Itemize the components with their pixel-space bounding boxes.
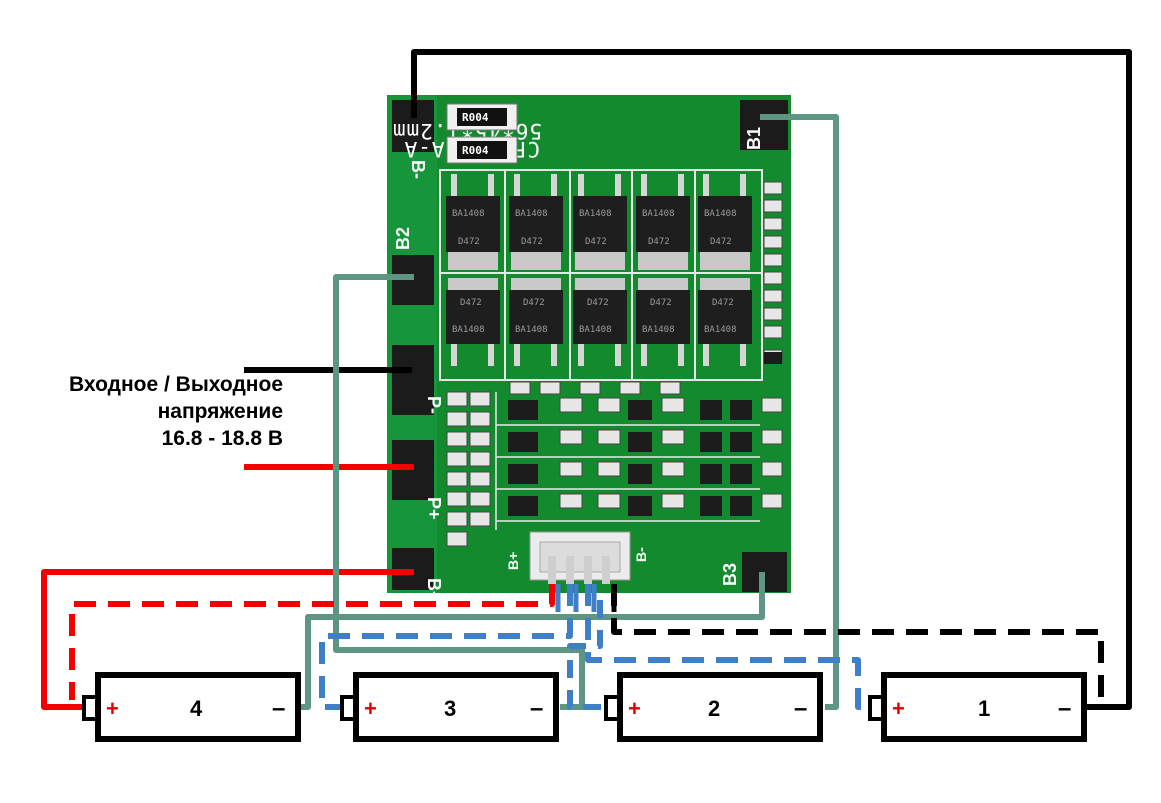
- pad-label-p-plus: P+: [424, 497, 444, 520]
- svg-text:D472: D472: [648, 237, 670, 247]
- battery-1: + 1 –: [868, 672, 1087, 742]
- svg-text:D472: D472: [523, 298, 545, 308]
- right-resistor-column: [763, 181, 783, 363]
- resistor-code-1: R004: [462, 111, 489, 124]
- sense-resistor-1: R004: [446, 103, 518, 131]
- wire-balance-b-minus-black: [611, 584, 1104, 700]
- mosfet-top-4: BA1408 D472: [636, 174, 690, 270]
- bms-board: B- B1 B2 P- P+ B+ B3 56*45*1.2mm CF-4S30…: [387, 95, 791, 602]
- wires: [41, 49, 1132, 710]
- mosfet-bottom-4: D472 BA1408: [636, 278, 690, 366]
- svg-text:D472: D472: [458, 237, 480, 247]
- svg-text:D472: D472: [650, 298, 672, 308]
- mosfet-bottom-5: D472 BA1408: [698, 278, 752, 366]
- battery-3-plus: +: [364, 696, 377, 721]
- svg-text:D472: D472: [712, 298, 734, 308]
- balance-connector: B+ B-: [505, 531, 649, 584]
- connector-label-b-plus: B+: [505, 552, 521, 570]
- battery-4-plus: +: [106, 696, 119, 721]
- wire-balance-blue-1: [319, 584, 573, 710]
- control-circuit: [446, 352, 783, 547]
- battery-1-number: 1: [978, 696, 990, 721]
- svg-text:D472: D472: [521, 237, 543, 247]
- svg-text:BA1408: BA1408: [452, 209, 485, 219]
- mosfet-top-2: BA1408 D472: [509, 174, 563, 270]
- svg-text:D472: D472: [587, 298, 609, 308]
- battery-2-minus: –: [794, 695, 807, 722]
- caption-line-3: 16.8 - 18.8 В: [161, 427, 283, 450]
- mosfet-bottom-2: D472 BA1408: [509, 278, 563, 366]
- battery-2: + 2 –: [604, 672, 823, 742]
- svg-text:BA1408: BA1408: [642, 209, 675, 219]
- wire-b-plus-main: [41, 569, 414, 710]
- mosfet-top-3: BA1408 D472: [573, 174, 627, 270]
- battery-3-number: 3: [444, 696, 456, 721]
- svg-text:BA1408: BA1408: [515, 209, 548, 219]
- mosfet-grid: [439, 169, 763, 381]
- battery-2-plus: +: [628, 696, 641, 721]
- wire-b-minus-main: [411, 49, 1132, 710]
- wire-b1-teal: [760, 114, 839, 710]
- pad-label-b2: B2: [393, 227, 413, 250]
- battery-1-minus: –: [1058, 695, 1071, 722]
- svg-text:BA1408: BA1408: [452, 325, 485, 335]
- battery-2-number: 2: [708, 696, 720, 721]
- mosfet-row-top: BA1408 D472 BA1408 D472 BA1408 D472: [446, 174, 752, 270]
- mosfet-top-1: BA1408 D472: [446, 174, 500, 270]
- svg-text:BA1408: BA1408: [704, 325, 737, 335]
- pad-p-minus: [392, 345, 434, 415]
- batteries: + 4 – + 3 – + 2 – + 1 –: [82, 672, 1087, 742]
- svg-text:BA1408: BA1408: [579, 209, 612, 219]
- battery-3-minus: –: [530, 695, 543, 722]
- svg-text:BA1408: BA1408: [642, 325, 675, 335]
- svg-text:BA1408: BA1408: [704, 209, 737, 219]
- mosfet-bottom-3: D472 BA1408: [573, 278, 627, 366]
- wire-balance-b-plus-red: [69, 584, 555, 700]
- svg-text:BA1408: BA1408: [515, 325, 548, 335]
- battery-4-minus: –: [272, 695, 285, 722]
- wire-balance-blue-3: [567, 600, 604, 710]
- caption-line-2: напряжение: [157, 400, 283, 423]
- pad-label-b-minus: B-: [408, 160, 428, 179]
- svg-text:D472: D472: [460, 298, 482, 308]
- svg-text:BA1408: BA1408: [579, 325, 612, 335]
- caption-line-1: Входное / Выходное: [69, 373, 283, 396]
- pad-label-b1: B1: [744, 127, 764, 150]
- battery-3: + 3 –: [340, 672, 559, 742]
- sense-resistor-2: R004: [446, 136, 518, 164]
- wire-b3-teal: [299, 572, 765, 710]
- pad-label-b3: B3: [720, 563, 740, 586]
- pad-b1: [740, 100, 788, 150]
- resistor-code-2: R004: [462, 144, 489, 157]
- svg-text:D472: D472: [710, 237, 732, 247]
- mosfet-top-5: BA1408 D472: [698, 174, 752, 270]
- svg-text:D472: D472: [585, 237, 607, 247]
- mosfet-row-bottom: D472 BA1408 D472 BA1408 D472 BA1408: [446, 278, 752, 366]
- connector-label-b-minus: B-: [633, 547, 649, 562]
- battery-1-plus: +: [892, 696, 905, 721]
- wire-b2-teal: [333, 274, 585, 710]
- pad-label-p-minus: P-: [424, 396, 444, 414]
- battery-4-number: 4: [190, 696, 203, 721]
- voltage-caption: Входное / Выходное напряжение 16.8 - 18.…: [69, 371, 283, 452]
- wire-balance-blue-2: [585, 584, 870, 710]
- battery-4: + 4 –: [82, 672, 301, 742]
- pad-label-b-plus: B+: [424, 578, 444, 602]
- mosfet-bottom-1: D472 BA1408: [446, 278, 500, 366]
